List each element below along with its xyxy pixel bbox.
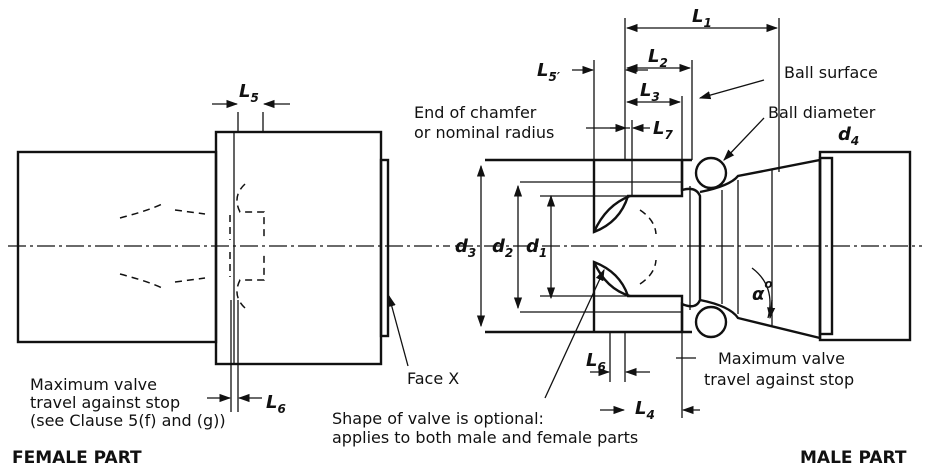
female-travel-note-line3: (see Clause 5(f) and (g)) xyxy=(30,411,226,430)
shape-of-valve-leader xyxy=(544,268,605,399)
female-hidden-valve-upper xyxy=(119,183,265,240)
female-travel-note-line1: Maximum valve xyxy=(30,375,157,394)
male-ball-upper xyxy=(694,156,728,190)
male-l6-label: L6 xyxy=(586,350,606,374)
male-l2-label: L2 xyxy=(648,46,668,70)
male-valve-profile-upper xyxy=(592,194,631,233)
male-l1-label: L1 xyxy=(692,6,712,30)
ball-surface-leader xyxy=(698,79,765,100)
female-hidden-valve-lower xyxy=(119,252,265,309)
female-flange-outline xyxy=(214,130,383,366)
male-l3-label: L3 xyxy=(640,80,660,104)
male-part-caption: MALE PART xyxy=(800,448,907,468)
female-travel-note-line2: travel against stop xyxy=(30,393,180,412)
female-part-caption: FEMALE PART xyxy=(12,448,142,468)
male-d1-label: d1 xyxy=(526,236,547,260)
male-valve-profile-lower xyxy=(592,261,631,298)
female-l6-label: L6 xyxy=(266,392,286,416)
male-l5p-label: L5′ xyxy=(537,60,561,84)
male-d2-label: d2 xyxy=(492,236,513,260)
chamfer-label-line1: End of chamfer xyxy=(414,103,537,122)
male-travel-note-line2: travel against stop xyxy=(704,370,854,389)
male-ball-lower xyxy=(694,305,728,339)
male-travel-note-line1: Maximum valve xyxy=(718,349,845,368)
face-x-leader xyxy=(387,294,409,367)
male-l4-label: L4 xyxy=(635,398,655,422)
male-l7-label: L7 xyxy=(653,118,673,142)
female-l5-label: L5 xyxy=(239,81,259,105)
male-alpha-arrow xyxy=(767,299,776,320)
female-body-outline xyxy=(16,150,218,344)
female-part-drawing xyxy=(8,99,450,412)
male-hidden-valve xyxy=(639,209,657,285)
ball-surface-label: Ball surface xyxy=(784,63,878,82)
male-d4-label: d4 xyxy=(838,124,859,148)
shape-of-valve-line1: Shape of valve is optional: xyxy=(332,409,544,428)
male-alpha-label: αo xyxy=(752,277,773,305)
male-part-drawing xyxy=(455,18,922,418)
face-x-label: Face X xyxy=(407,369,459,388)
male-body-collar xyxy=(818,156,834,336)
female-face-x-collar xyxy=(379,158,390,338)
male-d3-label: d3 xyxy=(455,236,476,260)
shape-of-valve-line2: applies to both male and female parts xyxy=(332,428,638,447)
ball-diameter-leader xyxy=(723,117,765,161)
chamfer-label-line2: or nominal radius xyxy=(414,123,554,142)
ball-diameter-label: Ball diameter xyxy=(768,103,876,122)
